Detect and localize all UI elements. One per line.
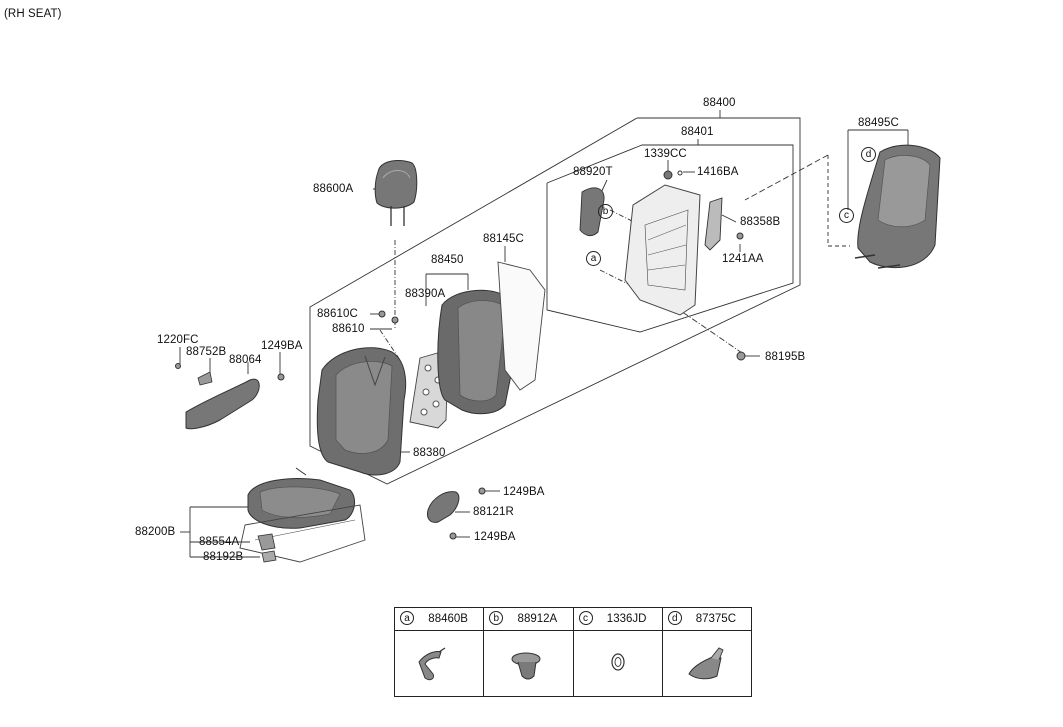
label-88121r: 88121R	[473, 506, 514, 518]
label-88600a: 88600A	[313, 183, 354, 195]
legend-part-c: 1336JD	[606, 613, 647, 625]
legend-cell-b: b 88912A	[484, 608, 574, 696]
label-88401: 88401	[681, 126, 714, 138]
label-88610c: 88610C	[317, 308, 358, 320]
rear-cover-88495c	[854, 144, 941, 269]
legend-part-a: 88460B	[428, 613, 468, 625]
label-88390a: 88390A	[405, 288, 446, 300]
seat-cushion-88200b	[239, 467, 366, 563]
label-88610: 88610	[332, 323, 365, 335]
seatback-cover-88380	[316, 347, 407, 476]
label-88195b: 88195B	[765, 351, 806, 363]
callout-c: c	[839, 208, 854, 223]
label-88145c: 88145C	[483, 233, 524, 245]
legend-cell-d: d 87375C	[662, 608, 751, 696]
seatback-88450	[437, 289, 520, 415]
label-88752b: 88752B	[186, 346, 227, 358]
callout-d: d	[861, 147, 876, 162]
legend-cell-a: a 88460B	[395, 608, 485, 696]
label-88192b: 88192B	[203, 551, 244, 563]
headrest-88600a	[374, 159, 418, 226]
label-1220fc: 1220FC	[157, 334, 199, 346]
frame-88401	[546, 144, 794, 333]
label-1249ba-b: 1249BA	[503, 486, 545, 498]
bracket-88358b	[704, 197, 723, 251]
legend-key-c: c	[578, 611, 593, 625]
label-88495c: 88495C	[858, 117, 899, 129]
page-title: (RH SEAT)	[4, 8, 62, 20]
label-88358b: 88358B	[740, 216, 781, 228]
clip-87375c-icon	[688, 647, 724, 680]
callout-b: b	[598, 204, 613, 219]
legend-table: a 88460B b 88912A	[394, 607, 752, 697]
label-88064: 88064	[229, 354, 262, 366]
frame-88495c	[827, 155, 850, 247]
label-1241aa: 1241AA	[722, 253, 764, 265]
label-88920t: 88920T	[573, 166, 613, 178]
legend-cell-c: c 1336JD	[573, 608, 663, 696]
frame-88400	[309, 117, 801, 485]
label-88450: 88450	[431, 254, 464, 266]
label-88380: 88380	[413, 447, 446, 459]
bolster-88920t	[579, 187, 605, 237]
label-1249ba-c: 1249BA	[474, 531, 516, 543]
clip-88460b-icon	[418, 647, 446, 681]
backboard-88145c	[497, 261, 546, 391]
label-88400: 88400	[703, 97, 736, 109]
legend-part-d: 87375C	[695, 613, 737, 625]
label-1249ba-a: 1249BA	[261, 340, 303, 352]
legend-key-b: b	[489, 611, 504, 625]
callout-a: a	[586, 251, 601, 266]
label-1339cc: 1339CC	[644, 148, 687, 160]
side-shield-88064	[185, 378, 260, 430]
label-1416ba: 1416BA	[697, 166, 739, 178]
clip-88912a-icon	[511, 652, 541, 680]
label-88554a: 88554A	[199, 536, 240, 548]
label-88200b: 88200B	[135, 526, 176, 538]
legend-key-d: d	[667, 611, 682, 625]
legend-key-a: a	[400, 611, 414, 625]
grommet-1336jd-icon	[610, 653, 625, 671]
recliner-cover-88121r	[427, 491, 460, 523]
seat-frame-88401	[624, 184, 701, 316]
legend-part-b: 88912A	[517, 613, 558, 625]
